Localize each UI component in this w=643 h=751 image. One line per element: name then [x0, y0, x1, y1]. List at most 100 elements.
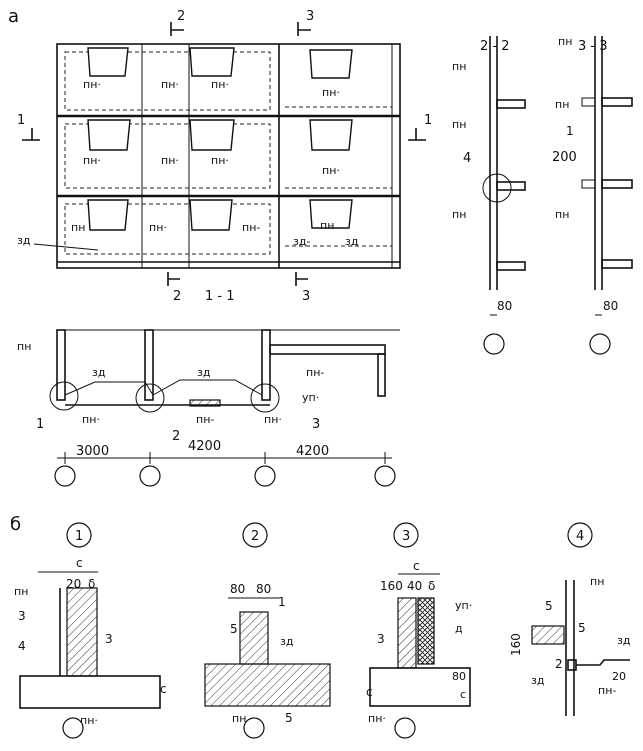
section-title-2-2: 2 - 2: [480, 39, 510, 54]
detail-ref-1: 1: [36, 417, 44, 432]
ref-3: 3: [18, 609, 26, 623]
axis-bubble: [394, 717, 416, 739]
tie-label: зд: [531, 674, 545, 687]
panel-wall: [56, 329, 66, 401]
ref-5: 5: [230, 622, 238, 636]
panel-wall: [269, 344, 386, 355]
tie-label: зд: [345, 235, 359, 248]
tie-line: [64, 379, 263, 396]
panel-label: пн: [14, 585, 28, 598]
panel-label: пн: [452, 60, 466, 73]
panel-label: пн·: [211, 78, 229, 91]
detail-callout-3: [250, 383, 280, 413]
window: [87, 119, 131, 151]
section-3-3: 3 - 3 пн пн пн 1 200 80: [552, 35, 633, 355]
window: [87, 199, 129, 231]
cut-arrow: [167, 272, 180, 286]
tie-label: зд-: [293, 235, 310, 248]
tie-label: зд: [617, 634, 631, 647]
section-label-a: а: [8, 6, 19, 27]
dim-160: 160: [380, 579, 403, 593]
panel-wall: [261, 329, 271, 401]
dim-160: 160: [509, 633, 523, 656]
dim-c: с: [413, 559, 420, 573]
ref-1: 1: [566, 124, 574, 138]
leader-line: [33, 243, 99, 251]
elevation-view: а пн· пн· пн·: [8, 6, 432, 304]
dim-c: с: [76, 556, 83, 570]
tie-label: зд: [280, 635, 294, 648]
slab-left: [581, 97, 596, 107]
panel-label: пн·: [264, 413, 282, 426]
panel-label: пн·: [211, 154, 229, 167]
insulation: [417, 597, 435, 665]
window: [309, 119, 353, 151]
dim-80: 80: [603, 299, 618, 313]
panel-hatched: [239, 611, 269, 665]
tie-label: зд: [92, 366, 106, 379]
detail-number-circle: [393, 522, 419, 548]
panel-label: пн·: [161, 154, 179, 167]
cut-arrow: [408, 128, 426, 141]
ref-5: 5: [545, 599, 553, 613]
axis-bubble: [374, 465, 396, 487]
panel-hatched: [66, 587, 98, 677]
panel-label: пн: [17, 340, 31, 353]
dim-c: с: [160, 682, 167, 696]
dim-c: с: [366, 685, 373, 699]
window: [87, 47, 129, 77]
slab: [496, 99, 526, 109]
windows: [87, 47, 353, 231]
facade-outline: [56, 43, 401, 269]
dim-20: 20: [612, 670, 626, 683]
panel-label: пн-: [196, 413, 214, 426]
section-1-1: 1 - 1 пн зд зд пн- уп· пн· пн- пн· 1 2 3…: [17, 289, 400, 487]
section-title-3-3: 3 - 3: [578, 39, 608, 54]
panel-label: пн-: [242, 221, 260, 234]
detail-number: 4: [576, 529, 584, 544]
panel-label: пн: [232, 712, 246, 725]
dim-80: 80: [256, 582, 271, 596]
detail-number: 2: [251, 529, 259, 544]
dim-80: 80: [497, 299, 512, 313]
slab-left: [581, 179, 596, 189]
joint: [189, 399, 221, 407]
ref-5: 5: [578, 621, 586, 635]
detail-callout-1: [49, 381, 79, 411]
section-2-2: 2 - 2 пн пн пн 4 80: [452, 36, 526, 355]
detail-ref-3: 3: [312, 417, 320, 432]
floor-panel: [19, 675, 161, 709]
panel-label: пн: [452, 208, 466, 221]
panel-wall: [377, 353, 386, 397]
panel-label: пн-: [306, 366, 324, 379]
panel-label: пн: [555, 208, 569, 221]
cut-arrow: [170, 22, 184, 36]
cut-marker-3-top: 3: [306, 9, 314, 24]
detail-number-circle: [66, 522, 92, 548]
ref-1: 1: [278, 595, 286, 609]
ref-5: 5: [285, 711, 293, 725]
detail-number-circle: [242, 522, 268, 548]
window: [189, 199, 233, 231]
insulation-label: уп·: [302, 391, 319, 404]
slab: [601, 97, 633, 107]
slab: [601, 259, 633, 269]
axis-bubble: [243, 717, 265, 739]
detail-4: 4 пн 5 5 160 2 зд зд 20 пн-: [509, 522, 631, 716]
dim-40: 40: [407, 579, 422, 593]
panel-label: пн-: [598, 684, 616, 697]
floor-panel: [369, 667, 471, 707]
ref-3: 3: [377, 632, 385, 646]
insulation-label: уп·: [455, 599, 472, 612]
axis-bubble: [62, 717, 84, 739]
axis-bubble: [254, 465, 276, 487]
panel-label: пн·: [322, 86, 340, 99]
window: [309, 199, 353, 229]
panel-label: пн·: [368, 712, 386, 725]
panel-label: пн·: [83, 154, 101, 167]
dim-20: 20: [66, 577, 81, 591]
panel-label: пн: [320, 219, 334, 232]
dim-4200: 4200: [188, 439, 221, 454]
axis-bubble: [483, 333, 505, 355]
